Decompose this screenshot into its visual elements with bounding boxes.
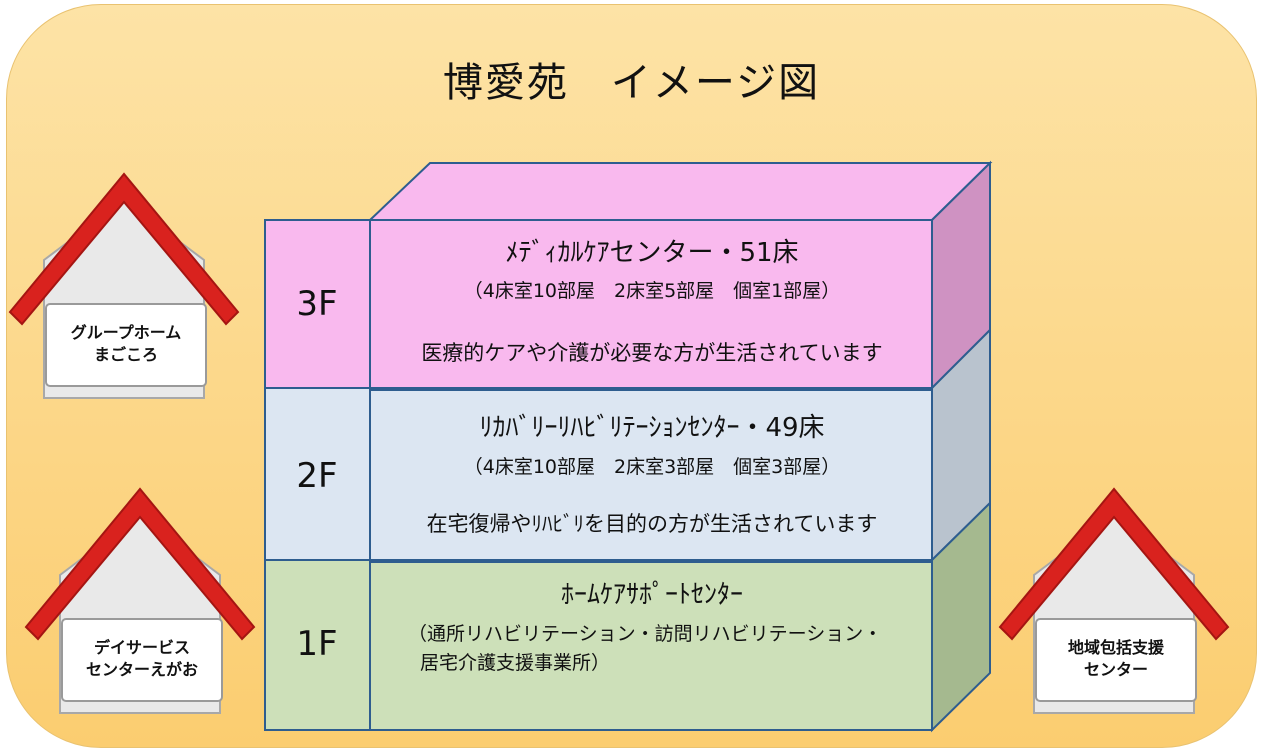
floor2-rooms: （4床室10部屋 2床室3部屋 個室3部屋） xyxy=(463,456,841,478)
floor3-front-face xyxy=(369,219,933,389)
floor1-name: ﾎｰﾑｹｱｻﾎﾟｰﾄｾﾝﾀｰ xyxy=(560,580,743,610)
floor3-label: 3F xyxy=(296,284,338,324)
floor2-description: 在宅復帰やﾘﾊﾋﾞﾘを目的の方が生活されています xyxy=(426,512,878,536)
floor2-name: ﾘｶﾊﾞﾘｰﾘﾊﾋﾞﾘﾃｰｼｮﾝｾﾝﾀｰ・49床 xyxy=(479,413,825,443)
floor1-front-face xyxy=(369,561,933,731)
floor3-name: ﾒﾃﾞｨｶﾙｹｱセンター・51床 xyxy=(505,238,799,268)
floor3-top-face xyxy=(367,162,993,221)
floor1-services-line2: 居宅介護支援事業所） xyxy=(420,652,611,674)
page-title: 博愛苑 イメージ図 xyxy=(442,60,821,106)
floor1-services-line1: （通所リハビリテーション・訪問リハビリテーション・ xyxy=(408,623,883,645)
house-label-support-center: 地域包括支援センター xyxy=(1067,638,1164,679)
floor2-label: 2F xyxy=(296,456,338,496)
house-icon xyxy=(8,172,240,399)
house-icon xyxy=(998,487,1230,714)
house-label-group-home: グループホームまごころ xyxy=(70,323,182,364)
house-icon xyxy=(24,487,256,714)
floor2-front-face xyxy=(369,389,933,561)
floor3-description: 医療的ケアや介護が必要な方が生活されています xyxy=(421,341,883,365)
floor1-label: 1F xyxy=(296,624,338,664)
floor3-rooms: （4床室10部屋 2床室5部屋 個室1部屋） xyxy=(463,280,841,302)
floor1-label-box xyxy=(264,559,371,731)
house-label-day-service: デイサービスセンターえがお xyxy=(85,638,198,679)
